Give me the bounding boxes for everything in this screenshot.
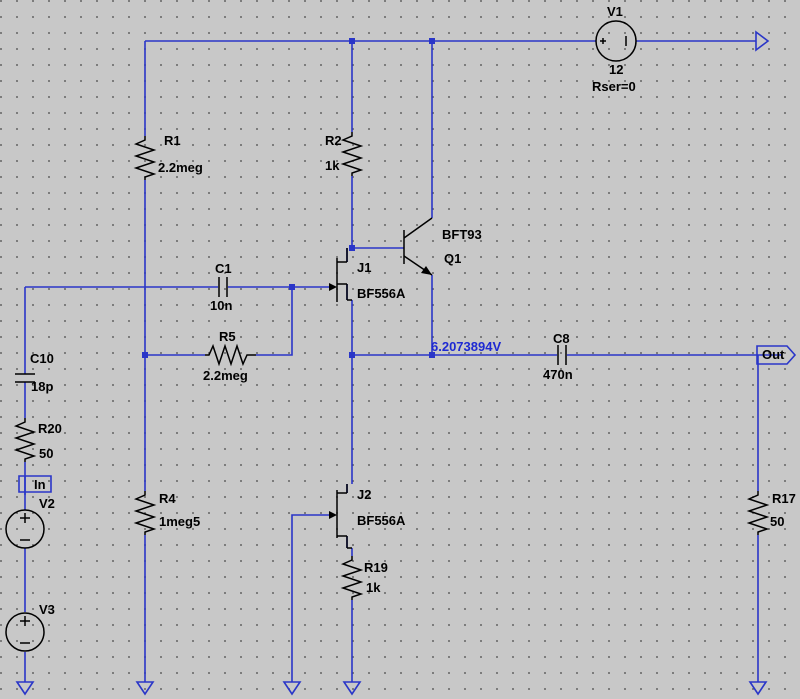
q1-emitter-arrow-icon [421,266,432,275]
resistor-r5[interactable] [205,343,256,367]
voltage-source-icon [5,509,45,549]
r19-value: 1k [366,580,381,595]
j1-ref: J1 [357,260,371,275]
source-v1[interactable] [595,20,637,62]
r20-ref: R20 [38,421,62,436]
wire-r2-column [346,41,404,262]
out-flag-icon[interactable] [756,345,797,365]
c10-ref: C10 [30,351,54,366]
capacitor-c10[interactable] [15,373,35,383]
j2-ref: J2 [357,487,371,502]
r4-ref: R4 [159,491,176,506]
jfet-j1[interactable] [329,248,352,302]
c8-ref: C8 [553,331,570,346]
v3-ref: V3 [39,602,55,617]
resistor-r4[interactable] [133,491,157,535]
r1-ref: R1 [164,133,181,148]
ground-icon [15,681,35,696]
ground-icon [282,681,302,696]
c1-ref: C1 [215,261,232,276]
node-voltage-readout: 6.2073894V [431,339,501,354]
ground-icon [135,681,155,696]
in-flag-icon[interactable] [18,475,52,495]
ground-icon [342,681,362,696]
junction-dot [142,352,148,358]
supply-flag-icon [755,30,770,52]
r5-ref: R5 [219,329,236,344]
r17-ref: R17 [772,491,796,506]
r2-value: 1k [325,158,340,173]
voltage-source-icon [595,20,637,62]
resistor-r2[interactable] [340,132,364,176]
grounds [15,681,768,696]
wire-j1-source [346,284,353,493]
wire-j2-gate [291,514,331,682]
in-label: In [34,477,46,492]
resistor-r19[interactable] [340,556,364,600]
labels: V1 12 Rser=0 R1 2.2meg R2 1k BFT93 Q1 J1… [30,4,796,617]
polarity-marks [20,513,30,541]
v2-ref: V2 [39,496,55,511]
ground-icon [748,681,768,696]
j2-model: BF556A [357,513,406,528]
r2-ref: R2 [325,133,342,148]
resistor-r17[interactable] [746,491,770,535]
j2-gate-arrow-icon [329,511,337,519]
q1-ref: Q1 [444,251,461,266]
junction-dot [349,245,355,251]
r17-value: 50 [770,514,784,529]
source-v2[interactable] [5,509,45,549]
capacitor-c1[interactable] [218,277,228,297]
r20-value: 50 [39,446,53,461]
j2-body [336,484,352,549]
r4-value: 1meg5 [159,514,200,529]
polarity-marks [20,616,30,644]
q1-model: BFT93 [442,227,482,242]
source-v3[interactable] [5,612,45,652]
polarity-marks [600,36,627,46]
c1-value: 10n [210,298,232,313]
junction-dot [289,284,295,290]
wire-gate [25,286,331,356]
j1-body [336,258,352,302]
c10-value: 18p [31,379,53,394]
v1-extra: Rser=0 [592,79,636,94]
q1-collector-leg [403,217,433,239]
junction-dot [349,352,355,358]
capacitor-c8[interactable] [557,345,567,365]
wires [24,40,782,682]
resistor-r20[interactable] [13,418,37,462]
junctions [142,38,435,358]
j1-gate-arrow-icon [329,283,337,291]
out-label: Out [762,347,785,362]
junction-dot [349,38,355,44]
transistor-q1[interactable] [403,217,433,276]
v1-ref: V1 [607,4,623,19]
c8-value: 470n [543,367,573,382]
resistor-r1[interactable] [133,136,157,180]
r5-value: 2.2meg [203,368,248,383]
r1-value: 2.2meg [158,160,203,175]
r19-ref: R19 [364,560,388,575]
junction-dot [429,38,435,44]
jfet-j2[interactable] [329,484,352,549]
v1-value: 12 [609,62,623,77]
voltage-source-icon [5,612,45,652]
j1-model: BF556A [357,286,406,301]
junction-dot [429,352,435,358]
